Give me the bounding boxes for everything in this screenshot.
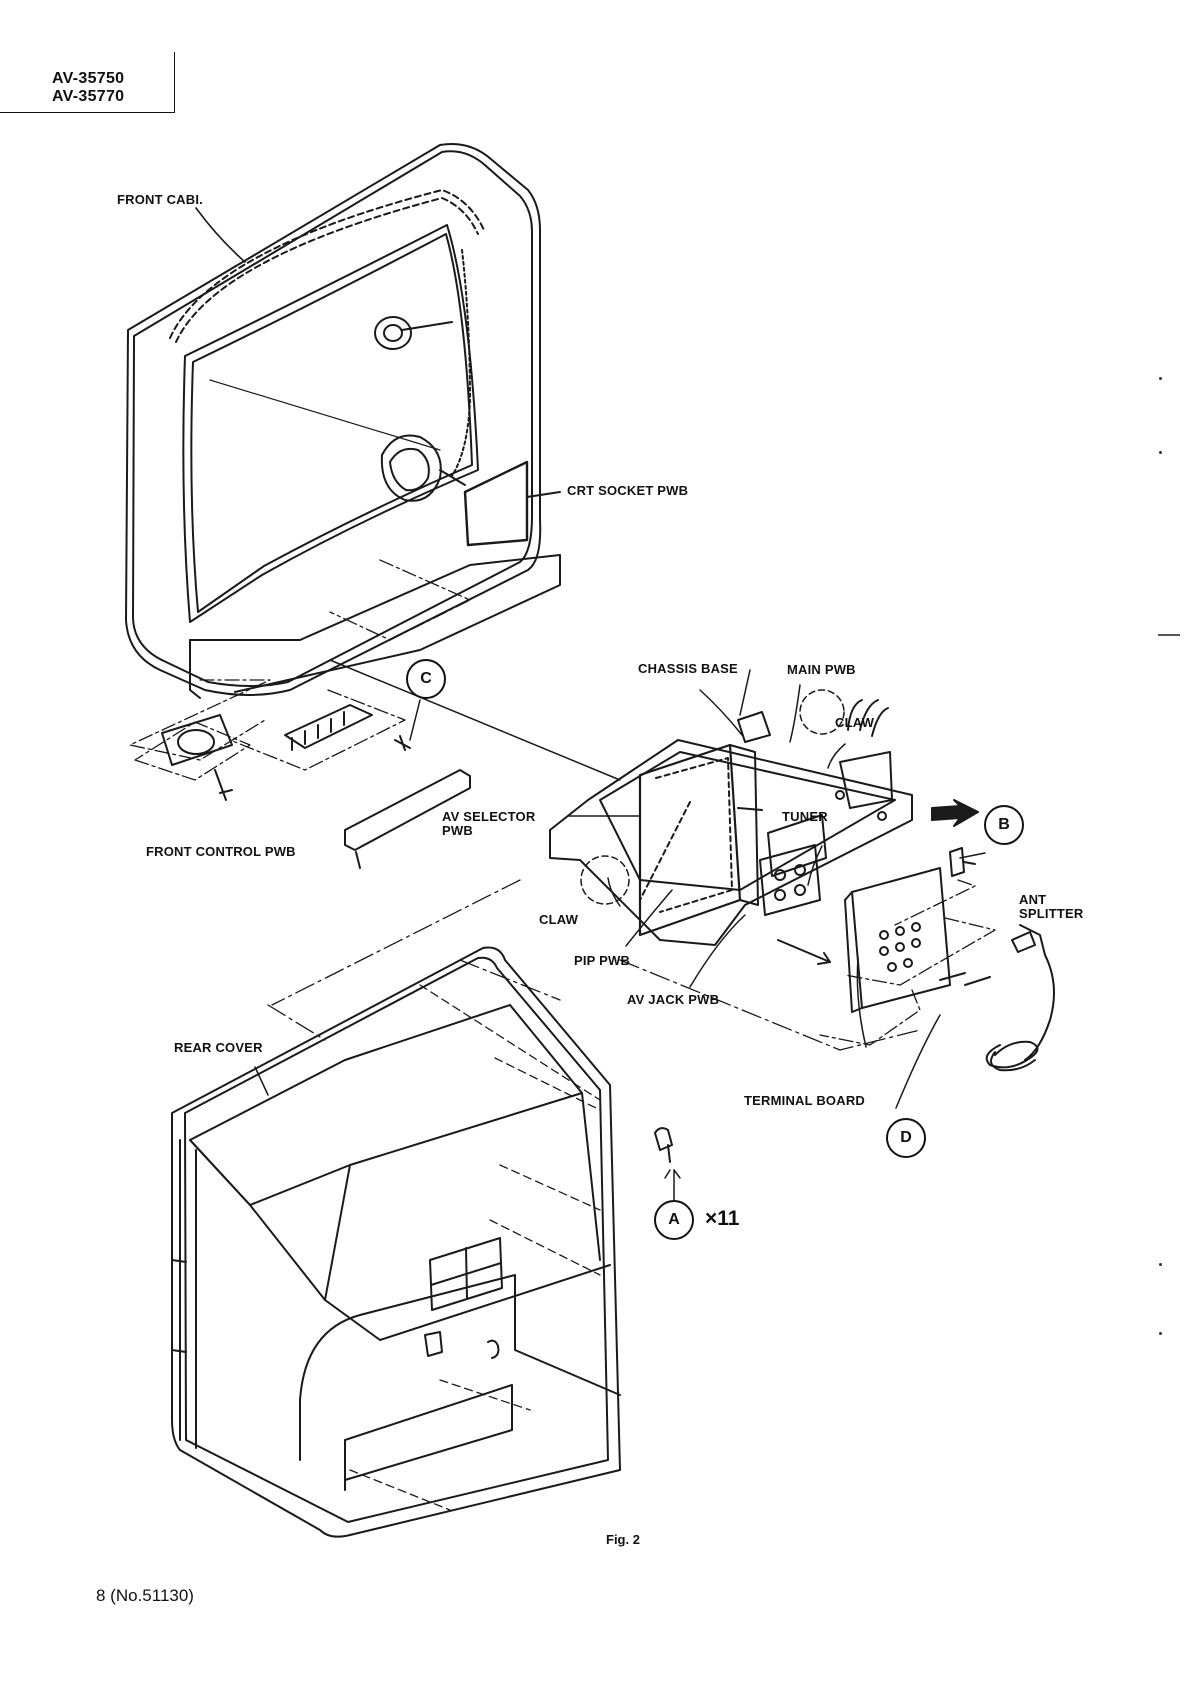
label-main-pwb: MAIN PWB bbox=[787, 663, 856, 677]
edge-mark bbox=[1159, 1263, 1162, 1266]
callout-a-quantity: ×11 bbox=[705, 1207, 739, 1231]
label-av-selector-pwb: AV SELECTOR PWB bbox=[442, 810, 535, 838]
label-terminal-board: TERMINAL BOARD bbox=[744, 1094, 865, 1108]
leader-lines bbox=[255, 670, 985, 1200]
callout-a: A bbox=[654, 1200, 694, 1240]
label-claw-bottom: CLAW bbox=[539, 913, 578, 927]
edge-mark bbox=[1159, 377, 1162, 380]
label-av-jack-pwb: AV JACK PWB bbox=[627, 993, 719, 1007]
label-pip-pwb: PIP PWB bbox=[574, 954, 630, 968]
label-tuner: TUNER bbox=[782, 810, 828, 824]
page-reference: 8 (No.51130) bbox=[96, 1586, 194, 1606]
front-cabinet-drawing bbox=[126, 144, 560, 760]
callout-c: C bbox=[406, 659, 446, 699]
label-front-control-pwb: FRONT CONTROL PWB bbox=[146, 845, 296, 859]
callout-b: B bbox=[984, 805, 1024, 845]
label-chassis-base: CHASSIS BASE bbox=[638, 662, 738, 676]
label-crt-socket-pwb: CRT SOCKET PWB bbox=[567, 484, 688, 498]
edge-tick bbox=[1158, 634, 1180, 636]
label-front-cabi: FRONT CABI. bbox=[117, 193, 203, 207]
label-claw-top: CLAW bbox=[835, 716, 874, 730]
label-ant-splitter: ANT SPLITTER bbox=[1019, 893, 1083, 921]
label-rear-cover: REAR COVER bbox=[174, 1041, 263, 1055]
terminal-board-drawing bbox=[820, 848, 1054, 1070]
callout-d: D bbox=[886, 1118, 926, 1158]
rear-cover-drawing bbox=[172, 948, 672, 1537]
figure-caption: Fig. 2 bbox=[606, 1532, 640, 1547]
front-control-drawing bbox=[135, 690, 470, 868]
edge-mark bbox=[1159, 1332, 1162, 1335]
edge-mark bbox=[1159, 451, 1162, 454]
